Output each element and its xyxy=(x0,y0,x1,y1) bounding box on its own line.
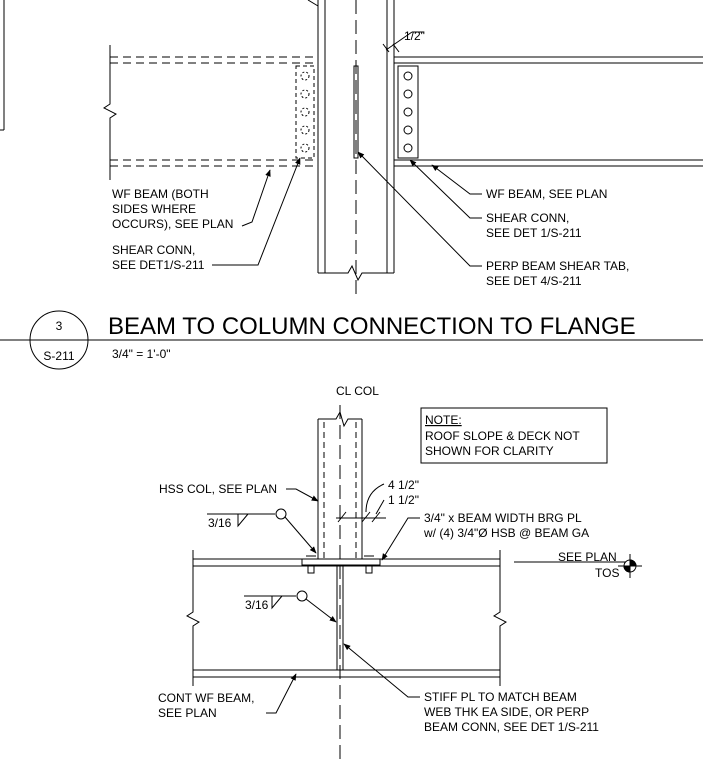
upper-detail-labels: 1/2" WF BEAM (BOTH SIDES WHERE OCCURS), … xyxy=(112,29,629,288)
label-brg-pl-2: w/ (4) 3/4"Ø HSB @ BEAM GA xyxy=(423,526,589,540)
label-shear-right-2: SEE DET 1/S-211 xyxy=(486,226,582,240)
tos-level-marker xyxy=(618,554,642,578)
label-wf-beam-both-2: SIDES WHERE xyxy=(112,202,196,216)
hsb-bolts xyxy=(306,555,374,574)
label-weld-lower: 3/16 xyxy=(245,598,269,612)
detail-sheet: S-211 xyxy=(43,349,74,363)
upper-left-bolts xyxy=(300,71,310,153)
label-dim-1-half: 1 1/2" xyxy=(388,493,419,507)
leader-cont-beam xyxy=(266,673,297,714)
upper-left-shear-tab xyxy=(295,65,315,159)
label-stiff-2: WEB THK EA SIDE, OR PERP xyxy=(424,705,589,719)
leader-wf-beam-both xyxy=(241,169,271,227)
label-cl-col: CL COL xyxy=(336,384,379,398)
detail-scale: 3/4" = 1'-0" xyxy=(112,347,171,361)
upper-left-beam xyxy=(110,56,316,167)
upper-left-beam-break xyxy=(103,45,117,180)
label-brg-pl-1: 3/4" x BEAM WIDTH BRG PL xyxy=(424,511,582,525)
perp-shear-tab xyxy=(353,65,359,159)
label-cont-beam-2: SEE PLAN xyxy=(158,706,217,720)
upper-column xyxy=(307,0,395,300)
label-stiff-1: STIFF PL TO MATCH BEAM xyxy=(424,690,577,704)
leader-perp-shear xyxy=(357,151,482,267)
leader-shear-left xyxy=(212,157,301,266)
leader-wf-beam-right xyxy=(431,164,482,195)
continuous-wf-beam xyxy=(186,550,507,686)
label-shear-left-1: SHEAR CONN, xyxy=(112,243,195,257)
leader-brg-pl xyxy=(381,517,420,561)
label-see-plan: SEE PLAN xyxy=(558,550,617,564)
upper-detail xyxy=(0,0,703,300)
label-dim-4-half: 4 1/2" xyxy=(388,478,419,492)
weld-symbol-upper xyxy=(207,508,317,554)
leader-shear-right xyxy=(409,159,482,219)
dim-4-half-leader xyxy=(365,483,385,513)
label-wf-beam-both-3: OCCURS), SEE PLAN xyxy=(112,217,233,231)
label-perp-2: SEE DET 4/S-211 xyxy=(486,274,582,288)
label-stiff-3: BEAM CONN, SEE DET 1/S-211 xyxy=(424,720,599,734)
label-tos: TOS xyxy=(595,566,619,580)
upper-right-shear-tab xyxy=(397,65,419,159)
note-line-2: SHOWN FOR CLARITY xyxy=(425,444,554,458)
detail-number: 3 xyxy=(56,319,63,333)
hss-column xyxy=(317,410,363,559)
bearing-plate xyxy=(301,558,381,566)
label-weld-upper: 3/16 xyxy=(208,516,232,530)
dim-half-label: 1/2" xyxy=(404,29,425,43)
note-title: NOTE: xyxy=(425,413,462,427)
label-shear-right-1: SHEAR CONN, xyxy=(486,211,569,225)
label-wf-beam-both-1: WF BEAM (BOTH xyxy=(112,187,209,201)
label-cont-beam-1: CONT WF BEAM, xyxy=(158,691,254,705)
label-wf-beam-right: WF BEAM, SEE PLAN xyxy=(486,187,607,201)
detail-title-block: 3 S-211 BEAM TO COLUMN CONNECTION TO FLA… xyxy=(0,310,703,370)
weld-symbol-lower xyxy=(244,590,337,623)
lower-detail xyxy=(186,405,642,760)
leader-hss-col xyxy=(286,488,319,502)
label-shear-left-2: SEE DET1/S-211 xyxy=(112,258,205,272)
stiffener-plate xyxy=(336,565,344,671)
lower-detail-labels: CL COL NOTE: ROOF SLOPE & DECK NOT SHOWN… xyxy=(158,384,619,734)
note-box xyxy=(420,407,608,464)
upper-right-bolts xyxy=(403,71,413,153)
label-hss-col: HSS COL, SEE PLAN xyxy=(159,482,277,496)
leader-stiff-pl xyxy=(343,643,420,698)
upper-right-beam xyxy=(394,56,703,167)
detail-title: BEAM TO COLUMN CONNECTION TO FLANGE xyxy=(108,313,636,340)
label-perp-1: PERP BEAM SHEAR TAB, xyxy=(486,259,629,273)
note-line-1: ROOF SLOPE & DECK NOT xyxy=(425,429,580,443)
